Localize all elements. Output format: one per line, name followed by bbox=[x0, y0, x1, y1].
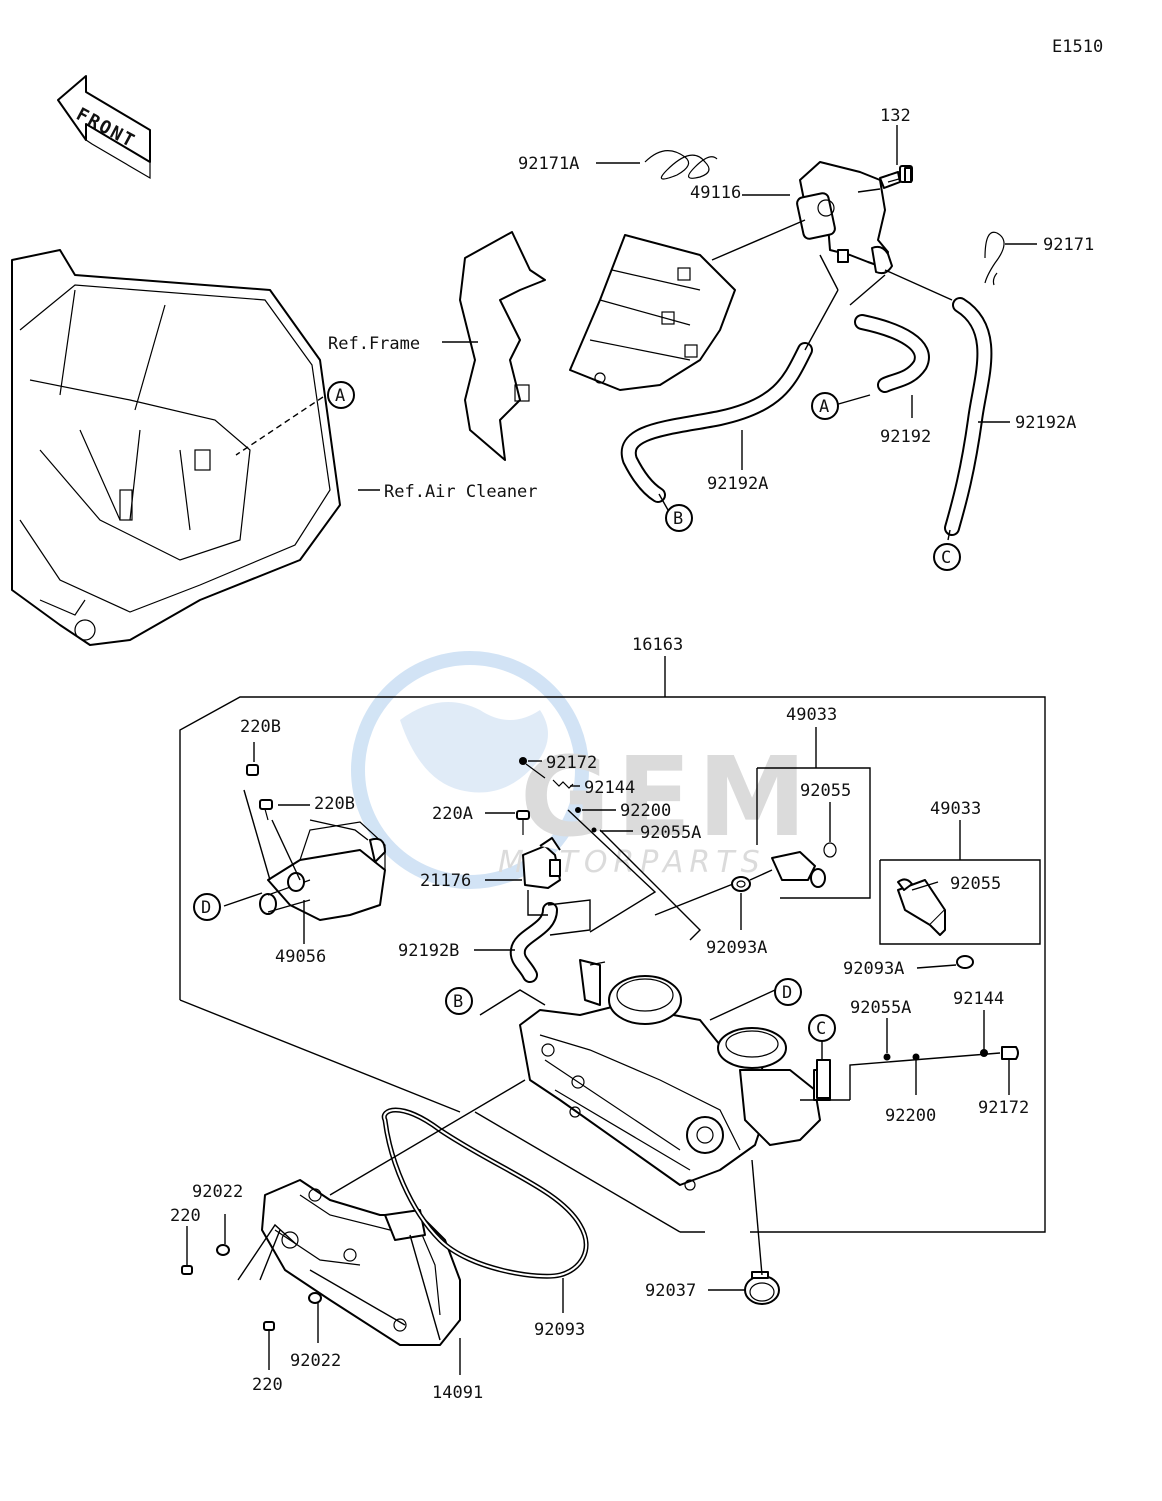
hose-92192B bbox=[509, 902, 558, 983]
injector-49033-a bbox=[731, 842, 837, 892]
connector-a-right: A bbox=[811, 392, 839, 420]
part-label-49056: 49056 bbox=[275, 947, 326, 967]
connector-b-top: B bbox=[665, 504, 693, 532]
hose-92192A-left bbox=[620, 342, 813, 503]
part-label-92192A-left: 92192A bbox=[707, 474, 768, 494]
connector-d-center: D bbox=[774, 978, 802, 1006]
diagram-code: E1510 bbox=[1052, 37, 1103, 57]
injector-49033-b bbox=[897, 878, 974, 969]
part-label-14091: 14091 bbox=[432, 1383, 483, 1403]
part-label-92022-top: 92022 bbox=[192, 1182, 243, 1202]
part-label-220-top: 220 bbox=[170, 1206, 201, 1226]
part-label-220-bot: 220 bbox=[252, 1375, 283, 1395]
part-label-132: 132 bbox=[880, 106, 911, 126]
part-label-92055-b: 92055 bbox=[950, 874, 1001, 894]
thermo-unit bbox=[259, 821, 386, 921]
svg-text:D: D bbox=[782, 983, 792, 1003]
part-label-92037: 92037 bbox=[645, 1281, 696, 1301]
throttle-body-assembly bbox=[519, 959, 831, 1191]
part-label-92171: 92171 bbox=[1043, 235, 1094, 255]
part-label-92022-bot: 92022 bbox=[290, 1351, 341, 1371]
clamp-92037 bbox=[744, 1271, 780, 1305]
watermark: GEM MOTORPARTS bbox=[351, 651, 813, 889]
leader-lines bbox=[179, 125, 1046, 1375]
hose-clamp-92171 bbox=[984, 231, 1005, 286]
frame-bracket bbox=[459, 231, 736, 461]
part-label-92171A: 92171A bbox=[518, 154, 579, 174]
part-label-21176: 21176 bbox=[420, 871, 471, 891]
svg-text:A: A bbox=[335, 386, 345, 406]
svg-text:A: A bbox=[819, 397, 829, 417]
svg-text:D: D bbox=[201, 898, 211, 918]
valve-assembly bbox=[796, 161, 913, 275]
part-label-92192A-right: 92192A bbox=[1015, 413, 1076, 433]
ref-air-cleaner-label: Ref.Air Cleaner bbox=[384, 482, 538, 502]
sensor-21176 bbox=[522, 837, 561, 889]
part-label-49033-b: 49033 bbox=[930, 799, 981, 819]
part-label-92055A-right: 92055A bbox=[850, 998, 911, 1018]
hose-92192A-right bbox=[944, 297, 993, 536]
part-label-92200-right: 92200 bbox=[885, 1106, 936, 1126]
connector-c-top: C bbox=[933, 543, 961, 571]
front-arrow-icon: FRONT bbox=[57, 75, 151, 180]
part-label-49116: 49116 bbox=[690, 183, 741, 203]
svg-text:B: B bbox=[673, 509, 683, 529]
part-label-92144-right: 92144 bbox=[953, 989, 1004, 1009]
watermark-logo: GEM bbox=[520, 733, 813, 861]
part-label-220A: 220A bbox=[432, 804, 473, 824]
part-label-92200-top: 92200 bbox=[620, 801, 671, 821]
air-cleaner-housing bbox=[11, 249, 341, 646]
part-label-92172-right: 92172 bbox=[978, 1098, 1029, 1118]
connector-a-top: A bbox=[327, 381, 355, 409]
connector-c-right: C bbox=[808, 1014, 836, 1042]
part-label-49033-a: 49033 bbox=[786, 705, 837, 725]
ref-frame-label: Ref.Frame bbox=[328, 334, 420, 354]
fasteners bbox=[181, 167, 1019, 1331]
cover-14091 bbox=[261, 1179, 461, 1346]
connector-d-left: D bbox=[193, 893, 221, 921]
part-label-220B-top: 220B bbox=[240, 717, 281, 737]
connector-b-center: B bbox=[445, 987, 473, 1015]
part-label-92172-top: 92172 bbox=[546, 753, 597, 773]
svg-text:C: C bbox=[941, 548, 951, 568]
svg-text:B: B bbox=[453, 992, 463, 1012]
part-label-92144-top: 92144 bbox=[584, 778, 635, 798]
part-label-92093A-b: 92093A bbox=[843, 959, 904, 979]
part-label-92055-a: 92055 bbox=[800, 781, 851, 801]
part-label-16163: 16163 bbox=[632, 635, 683, 655]
part-label-92093A-a: 92093A bbox=[706, 938, 767, 958]
part-label-92192: 92192 bbox=[880, 427, 931, 447]
part-label-92055A-top: 92055A bbox=[640, 823, 701, 843]
hose-clamp-92171A bbox=[644, 150, 718, 180]
part-label-92093: 92093 bbox=[534, 1320, 585, 1340]
hose-92192 bbox=[854, 314, 930, 393]
part-label-92192B: 92192B bbox=[398, 941, 459, 961]
svg-text:C: C bbox=[816, 1019, 826, 1039]
part-label-220B-mid: 220B bbox=[314, 794, 355, 814]
